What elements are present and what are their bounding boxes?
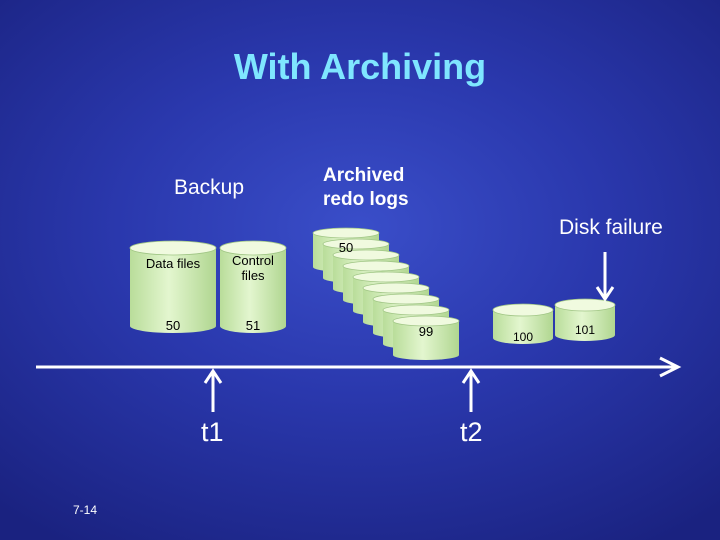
- archived-logs-label: Archived redo logs: [323, 165, 409, 210]
- data-files-disk: [129, 240, 217, 333]
- disk-100: [492, 303, 554, 344]
- data-files-sequence: 50: [165, 318, 181, 333]
- disk-101: [554, 298, 616, 341]
- control-files-label: Control files: [232, 253, 274, 283]
- archived-log-stack: [312, 227, 460, 360]
- disk-101-label: 101: [574, 323, 596, 337]
- disk-failure-label: Disk failure: [559, 216, 663, 239]
- disk-100-label: 100: [512, 330, 534, 344]
- archive-first-sequence: 50: [338, 240, 354, 255]
- control-files-disk: [219, 240, 287, 333]
- slide-title: With Archiving: [233, 46, 487, 87]
- archive-last-sequence: 99: [418, 324, 434, 339]
- data-files-label: Data files: [145, 256, 201, 271]
- t1-arrow: [203, 368, 223, 412]
- disk-failure-arrow: [595, 252, 615, 302]
- t2-arrow: [461, 368, 481, 412]
- control-files-sequence: 51: [245, 318, 261, 333]
- slide-number: 7-14: [73, 503, 98, 517]
- t1-label: t1: [201, 417, 224, 447]
- backup-label: Backup: [174, 176, 245, 199]
- t2-label: t2: [460, 417, 483, 447]
- timeline-arrow: [36, 356, 682, 378]
